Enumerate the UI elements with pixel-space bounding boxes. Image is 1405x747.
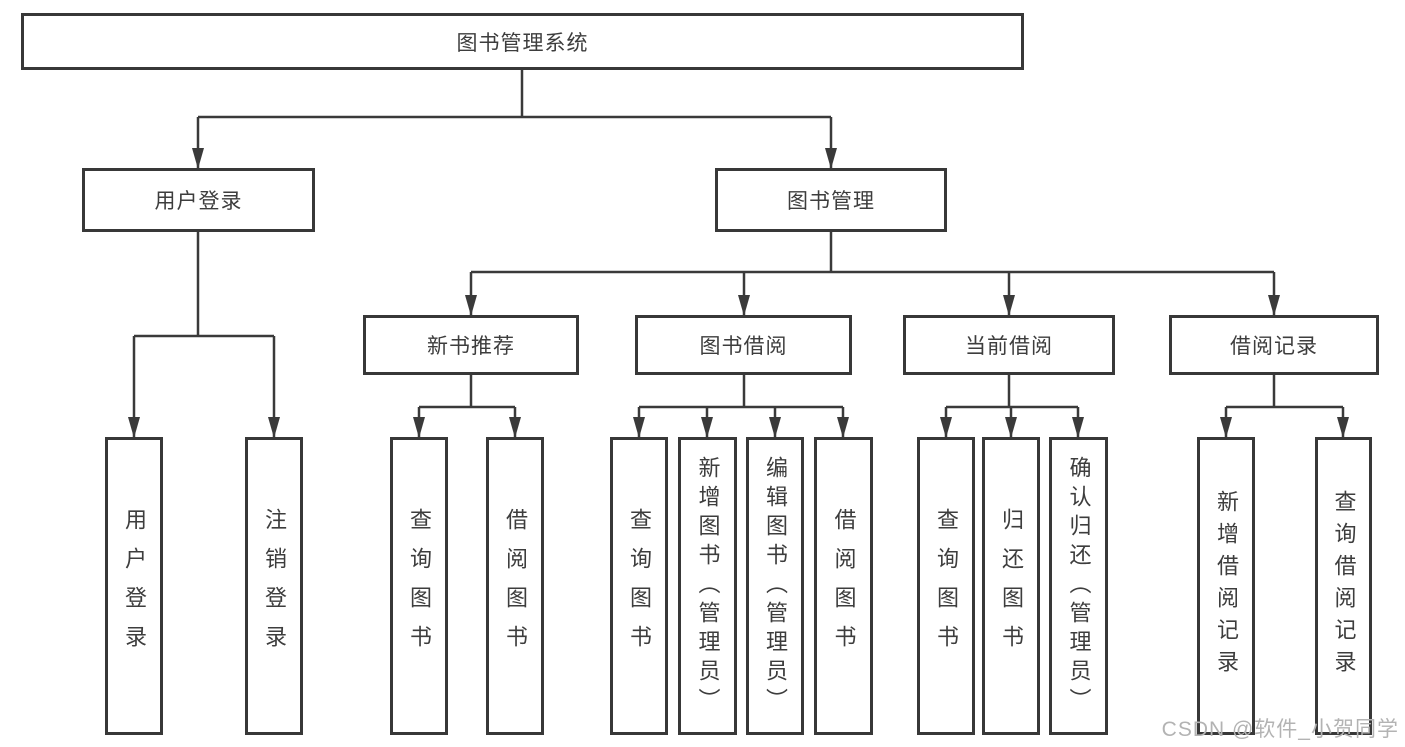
leaf-query-books-borrowing: 查询图书 xyxy=(610,437,668,735)
leaf-logout: 注销登录 xyxy=(245,437,303,735)
leaf-query-borrow-record-label: 查询借阅记录 xyxy=(1331,490,1357,682)
leaf-query-borrow-record: 查询借阅记录 xyxy=(1315,437,1372,735)
current-borrow-split-connector xyxy=(940,375,1084,438)
node-current-borrowing-label: 当前借阅 xyxy=(965,335,1053,358)
node-book-management-label: 图书管理 xyxy=(787,190,875,213)
leaf-borrow-books-newbook: 借阅图书 xyxy=(486,437,544,735)
leaf-query-books-borrowing-label: 查询图书 xyxy=(627,508,652,664)
leaf-add-borrow-record-label: 新增借阅记录 xyxy=(1214,490,1239,682)
leaf-borrow-books-borrowing-label: 借阅图书 xyxy=(831,508,857,664)
leaf-add-books-admin: 新增图书（管理员） xyxy=(678,437,737,735)
leaf-confirm-return-admin-label: 确认归还（管理员） xyxy=(1066,455,1092,717)
node-book-borrowing-label: 图书借阅 xyxy=(699,335,788,358)
node-book-management: 图书管理 xyxy=(715,168,947,232)
node-root-system: 图书管理系统 xyxy=(21,13,1024,70)
user-login-split-connector xyxy=(128,232,280,438)
node-new-book-recommend: 新书推荐 xyxy=(363,315,579,375)
leaf-borrow-books-newbook-label: 借阅图书 xyxy=(503,508,528,664)
leaf-add-books-admin-label: 新增图书（管理员） xyxy=(695,455,721,717)
leaf-user-login-label: 用户登录 xyxy=(122,508,147,664)
leaf-query-books-current-label: 查询图书 xyxy=(934,508,959,664)
csdn-watermark: CSDN @软件_小贺同学 xyxy=(1161,718,1399,741)
node-user-login-label: 用户登录 xyxy=(154,190,243,213)
node-new-book-recommend-label: 新书推荐 xyxy=(427,335,515,358)
leaf-return-books-label: 归还图书 xyxy=(999,508,1024,664)
leaf-add-borrow-record: 新增借阅记录 xyxy=(1197,437,1255,735)
leaf-query-books-newbook-label: 查询图书 xyxy=(407,508,432,664)
book-mgmt-split-connector xyxy=(465,232,1280,316)
node-user-login: 用户登录 xyxy=(82,168,315,232)
new-book-split-connector xyxy=(413,375,521,438)
leaf-query-books-current: 查询图书 xyxy=(917,437,975,735)
leaf-edit-books-admin-label: 编辑图书（管理员） xyxy=(763,455,788,717)
leaf-user-login: 用户登录 xyxy=(105,437,163,735)
leaf-edit-books-admin: 编辑图书（管理员） xyxy=(746,437,804,735)
leaf-query-books-newbook: 查询图书 xyxy=(390,437,448,735)
node-borrowing-records-label: 借阅记录 xyxy=(1230,335,1318,358)
node-current-borrowing: 当前借阅 xyxy=(903,315,1115,375)
leaf-borrow-books-borrowing: 借阅图书 xyxy=(814,437,873,735)
leaf-return-books: 归还图书 xyxy=(982,437,1040,735)
leaf-confirm-return-admin: 确认归还（管理员） xyxy=(1049,437,1108,735)
node-root-label: 图书管理系统 xyxy=(456,31,589,55)
leaf-logout-label: 注销登录 xyxy=(262,508,287,664)
node-borrowing-records: 借阅记录 xyxy=(1169,315,1379,375)
root-split-connector xyxy=(192,70,837,169)
book-borrow-split-connector xyxy=(633,375,849,438)
node-book-borrowing: 图书借阅 xyxy=(635,315,852,375)
borrow-records-split-connector xyxy=(1220,375,1349,438)
